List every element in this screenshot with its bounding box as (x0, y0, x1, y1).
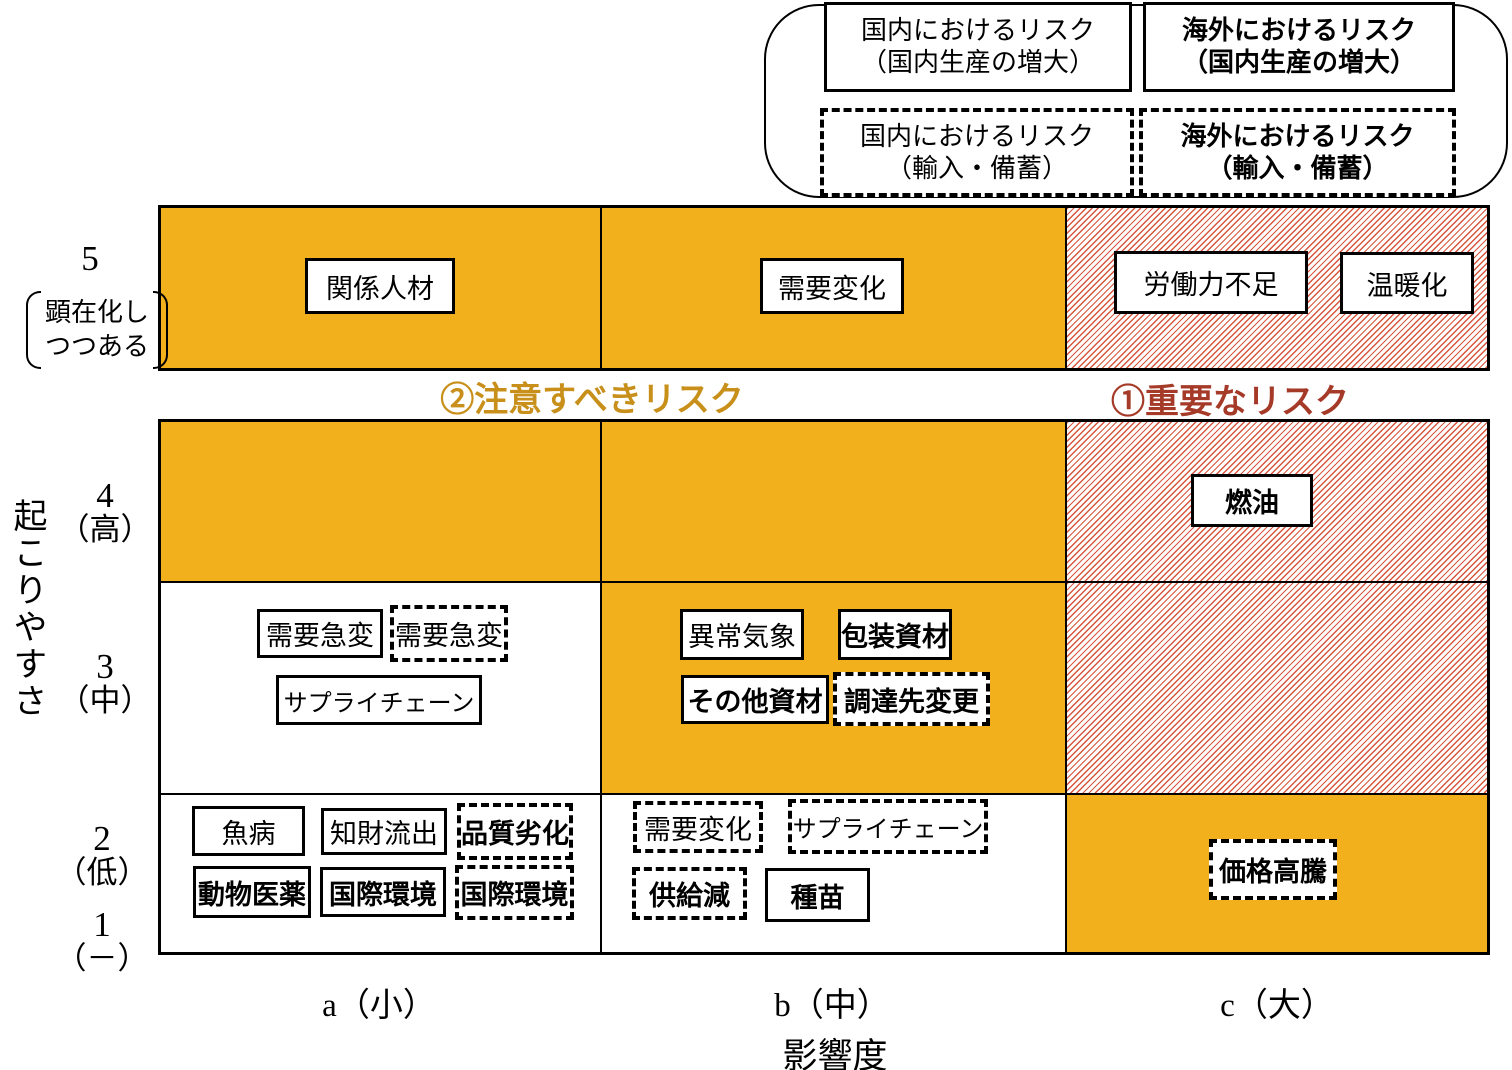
level-sub: （低） (55, 855, 149, 891)
risk-box-choutatsu-henkou: 調達先変更 (833, 672, 990, 726)
risk-box-kankei-jinzai: 関係人材 (305, 258, 455, 314)
legend-label-line2: （国内生産の増大） (860, 48, 1095, 77)
x-axis-label-b: b（中） (774, 988, 890, 1024)
level-number: 2 (93, 819, 111, 858)
legend-label-line2: （輸入・備蓄） (1206, 153, 1389, 183)
legend-item-domestic-import-stockpile: 国内におけるリスク （輸入・備蓄） (820, 108, 1134, 197)
y-axis-level-5-note: 顕在化し つつある (26, 291, 169, 369)
legend-item-overseas-import-stockpile: 海外におけるリスク （輸入・備蓄） (1139, 108, 1456, 197)
legend-label-line1: 国内におけるリスク (860, 16, 1095, 46)
y-axis-level-3: 3 （中） (55, 648, 155, 718)
risk-box-shubyou: 種苗 (765, 868, 870, 922)
y-axis-level-1: 1 （－） (52, 906, 152, 976)
note-line2: つつある (45, 331, 150, 361)
risk-box-juyou-henka-r5: 需要変化 (760, 258, 904, 314)
risk-box-supply-chain-r3: サプライチェーン (276, 675, 482, 725)
risk-box-kokusai-kankyou-solid: 国際環境 (320, 867, 446, 917)
legend-label-line2: （国内生産の増大） (1181, 48, 1416, 77)
risk-box-roudouryoku-fusoku: 労働力不足 (1114, 251, 1308, 314)
risk-box-ijou-kishou: 異常気象 (680, 609, 804, 660)
risk-box-juyou-henka-r2: 需要変化 (633, 801, 763, 853)
legend-item-overseas-production: 海外におけるリスク （国内生産の増大） (1143, 2, 1455, 92)
legend-label-line1: 国内におけるリスク (859, 121, 1094, 151)
y-axis-title: 起こりやすさ (8, 498, 45, 720)
y-axis-level-5: 5 (81, 239, 99, 278)
x-axis-title: 影響度 (782, 1037, 888, 1070)
risk-box-sonota-shizai: その他資材 (681, 675, 829, 724)
cell-r4-b (602, 422, 1065, 581)
risk-box-housou-shizai: 包装資材 (838, 609, 952, 660)
level-number: 1 (93, 905, 111, 944)
risk-box-kyoukyuu-gen: 供給減 (632, 867, 747, 920)
x-axis-label-c: c（大） (1220, 988, 1334, 1024)
risk-box-gyobyou: 魚病 (192, 806, 305, 856)
risk-box-ondanka: 温暖化 (1340, 252, 1474, 314)
risk-box-chizai-ryushutsu: 知財流出 (321, 808, 447, 855)
risk-box-supply-chain-r2: サプライチェーン (788, 799, 988, 854)
level-sub: （高） (58, 512, 152, 548)
risk-box-kokusai-kankyou-dashed: 国際環境 (455, 865, 574, 920)
legend-item-domestic-production: 国内におけるリスク （国内生産の増大） (824, 2, 1132, 92)
risk-box-kakaku-koutou: 価格高騰 (1209, 839, 1337, 900)
level-sub: （中） (58, 683, 152, 719)
bracket-right (153, 291, 169, 369)
risk-box-juyou-kyuhen-dashed: 需要急変 (390, 605, 508, 662)
cell-r3-c (1067, 583, 1487, 793)
y-axis-level-2: 2 （低） (52, 820, 152, 890)
level-number: 4 (96, 476, 114, 515)
legend-label-line1: 海外におけるリスク (1180, 121, 1415, 151)
legend-label-line2: （輸入・備蓄） (885, 153, 1068, 183)
x-axis-label-a: a（小） (322, 988, 436, 1024)
cell-r4-a (161, 422, 600, 581)
y-axis-level-4: 4 （高） (55, 477, 155, 547)
zone-label-important-risk: ①重要なリスク (1111, 384, 1349, 421)
risk-box-nenyu: 燃油 (1191, 474, 1313, 527)
bracket-left (26, 291, 41, 369)
level-sub: （－） (55, 941, 149, 977)
legend-label-line1: 海外におけるリスク (1181, 16, 1416, 46)
level-number: 3 (96, 647, 114, 686)
risk-box-hinshitsu-rekka: 品質劣化 (457, 803, 573, 860)
risk-box-doubutsu-iyaku: 動物医薬 (193, 866, 311, 918)
zone-label-caution-risk: ②注意すべきリスク (440, 382, 744, 419)
risk-box-juyou-kyuhen-solid: 需要急変 (257, 609, 383, 658)
note-line1: 顕在化し (45, 298, 150, 327)
